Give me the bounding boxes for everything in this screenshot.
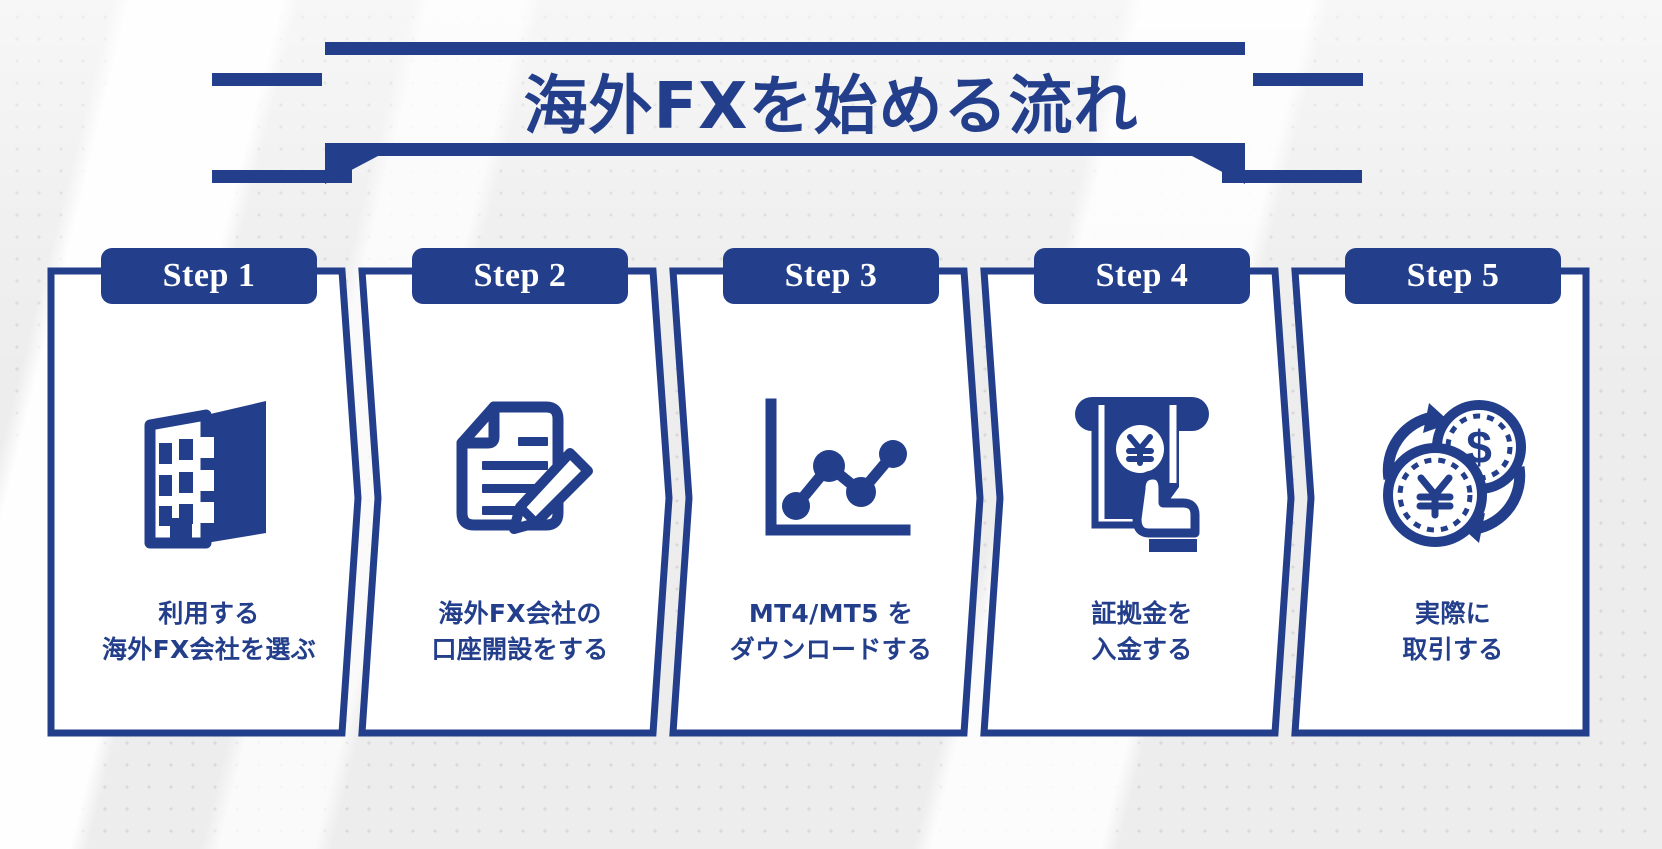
- step-card-1[interactable]: Step 1: [46, 248, 372, 738]
- step-caption-3-line1: MT4/MT5 を: [748, 599, 914, 628]
- banner-top-rule: [325, 42, 1245, 55]
- currency-exchange-icon: $: [1382, 400, 1526, 547]
- step-caption-1: 利用する 海外FX会社を選ぶ: [46, 596, 372, 669]
- step-caption-5-line2: 取引する: [1402, 635, 1504, 665]
- banner-left-accent-dash: [212, 73, 322, 86]
- step-icon-2: [357, 378, 683, 568]
- step-caption-2-line1: 海外FX会社の: [438, 599, 602, 628]
- banner-bottom-ribbon: [325, 143, 1245, 184]
- line-chart-icon: [765, 398, 911, 535]
- step-card-3[interactable]: Step 3 MT4/MT5 を ダウンロードする: [668, 248, 994, 738]
- office-building-icon: [144, 401, 266, 549]
- step-badge-3: Step 3: [723, 248, 939, 304]
- step-card-5[interactable]: Step 5 $: [1290, 248, 1616, 738]
- title-banner: 海外FXを始める流れ: [0, 0, 1662, 215]
- step-caption-2: 海外FX会社の 口座開設をする: [357, 596, 683, 669]
- steps-row: Step 1: [46, 248, 1618, 738]
- step-badge-1: Step 1: [101, 248, 317, 304]
- step-icon-5: $: [1290, 378, 1616, 568]
- step-icon-4: [979, 378, 1305, 568]
- step-card-shape: [669, 267, 984, 737]
- step-badge-5: Step 5: [1345, 248, 1561, 304]
- step-caption-3: MT4/MT5 を ダウンロードする: [668, 596, 994, 669]
- step-caption-1-line1: 利用する: [158, 599, 260, 628]
- step-caption-4-line1: 証拠金を: [1091, 599, 1193, 628]
- atm-hand-card-icon: [1075, 396, 1209, 552]
- step-caption-1-line2: 海外FX会社を選ぶ: [101, 635, 317, 665]
- step-caption-4: 証拠金を 入金する: [979, 596, 1305, 669]
- step-card-4[interactable]: Step 4: [979, 248, 1305, 738]
- step-caption-3-line2: ダウンロードする: [729, 635, 933, 665]
- step-caption-5: 実際に 取引する: [1290, 596, 1616, 669]
- step-caption-4-line2: 入金する: [1091, 635, 1193, 665]
- banner-right-accent-dash: [1253, 73, 1363, 86]
- step-card-2[interactable]: Step 2 海外FX会社の 口座開設をする: [357, 248, 683, 738]
- banner-left-lower-dash: [212, 170, 352, 183]
- step-caption-2-line2: 口座開設をする: [431, 635, 609, 665]
- step-caption-5-line1: 実際に: [1415, 599, 1491, 628]
- step-icon-3: [668, 378, 994, 568]
- document-pencil-icon: [456, 401, 593, 534]
- step-card-shape: [358, 267, 673, 737]
- step-icon-1: [46, 378, 372, 568]
- banner-right-lower-dash: [1222, 170, 1362, 183]
- page-title: 海外FXを始める流れ: [523, 70, 1139, 144]
- step-badge-2: Step 2: [412, 248, 628, 304]
- step-badge-4: Step 4: [1034, 248, 1250, 304]
